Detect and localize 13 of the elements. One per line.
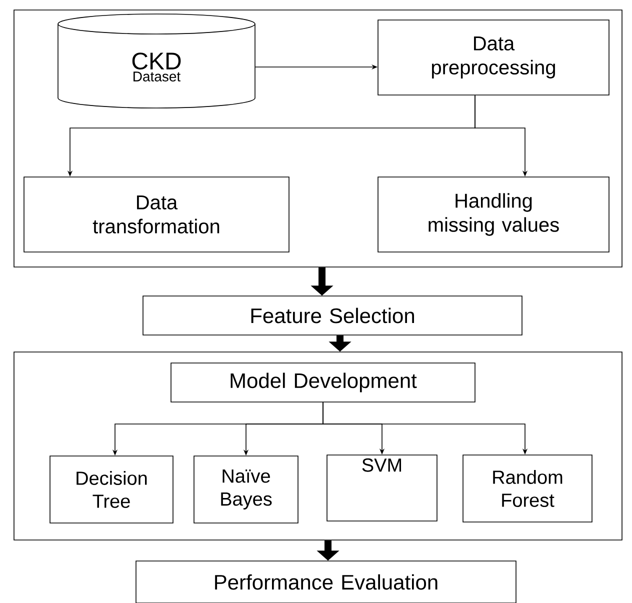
group-frame [14, 10, 622, 268]
process-box: Data preprocessing [378, 20, 610, 96]
model-box: Naïve Bayes [194, 456, 298, 524]
model-box: Random Forest [462, 454, 592, 522]
database-cylinder: CKD Dataset [58, 14, 256, 108]
process-box: Feature Selection [142, 296, 522, 336]
model-box: SVM [326, 454, 438, 522]
process-box: Performance Evaluation [136, 560, 516, 603]
process-box: Model Development [170, 362, 476, 402]
process-box: Handling missing values [378, 176, 610, 252]
group-frame [14, 352, 622, 540]
process-box: Data transformation [24, 176, 290, 252]
model-box: Decision Tree [50, 456, 174, 524]
